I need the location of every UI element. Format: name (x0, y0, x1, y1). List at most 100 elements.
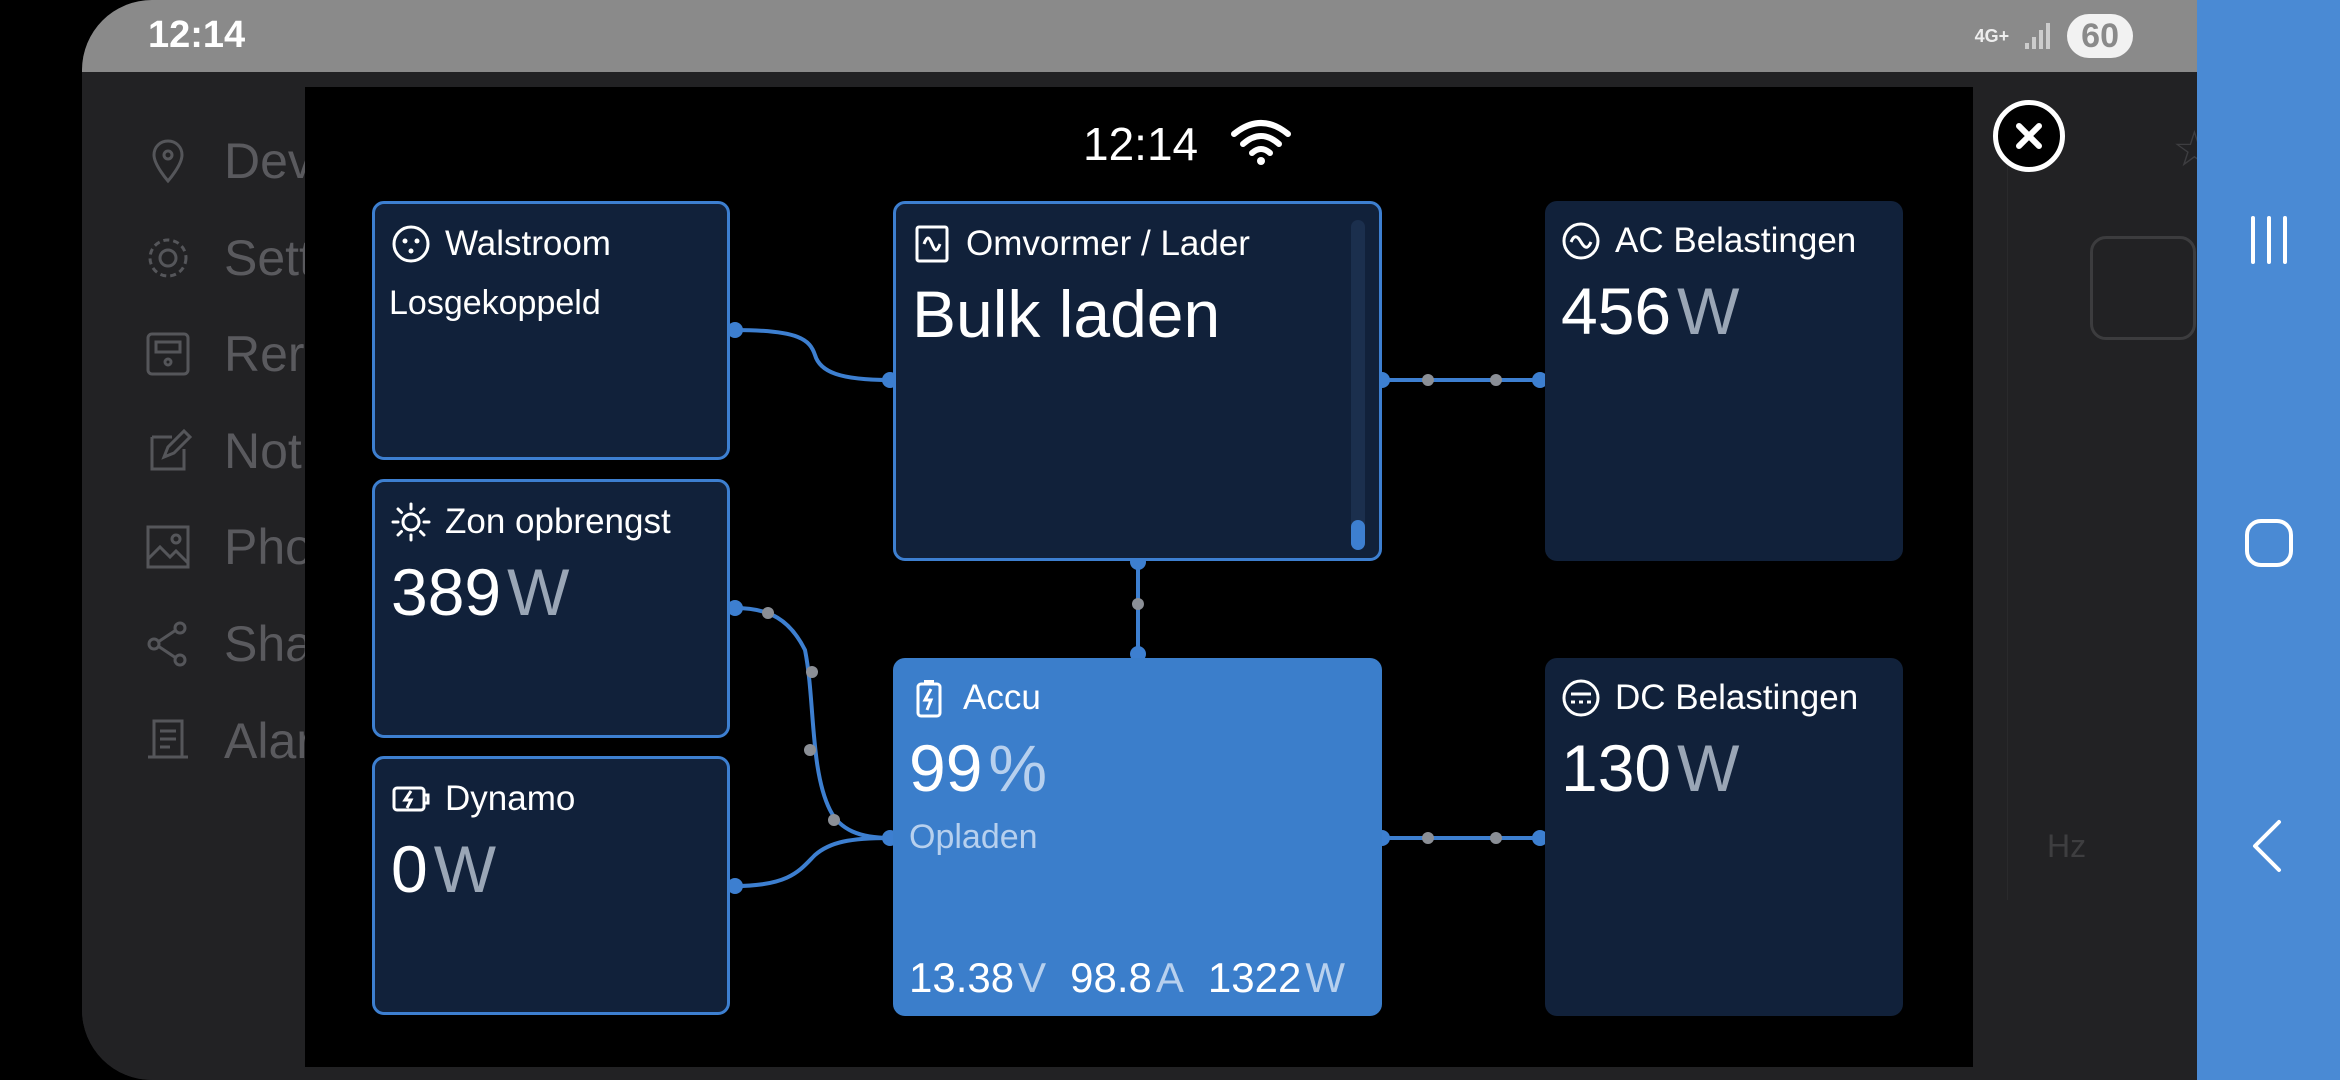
accu-state: Opladen (909, 818, 1038, 856)
dynamo-unit: W (433, 832, 497, 906)
sun-icon (391, 502, 431, 542)
bg-menu-label: Sett (224, 230, 313, 286)
battery-indicator: 60 (2067, 14, 2133, 58)
tile-accu[interactable]: Accu 99% Opladen 13.38V 98.8A 1322W (893, 658, 1382, 1016)
tile-dynamo[interactable]: Dynamo 0W (372, 756, 730, 1015)
accu-current: 98.8A (1070, 954, 1184, 1002)
dc-number: 130 (1561, 731, 1672, 805)
tile-title: AC Belastingen (1615, 221, 1857, 260)
background-hz-label: Hz (2047, 828, 2087, 864)
tile-zon-opbrengst[interactable]: Zon opbrengst 389W (372, 479, 730, 738)
walstroom-status: Losgekoppeld (389, 284, 601, 322)
favorite-star-icon[interactable]: ☆ (2172, 121, 2197, 177)
bg-menu-label: Dev (224, 133, 313, 189)
bg-menu-item-photos[interactable]: Pho (142, 518, 313, 576)
bg-menu-item-alarms[interactable]: Alar (142, 712, 313, 770)
status-bar: 12:14 4G+ 60 (82, 0, 2197, 72)
tile-header: AC Belastingen (1561, 221, 1856, 261)
popup-time: 12:14 (1083, 118, 1199, 170)
notes-icon (150, 428, 193, 471)
inverter-icon (915, 225, 949, 263)
tile-ac-belastingen[interactable]: AC Belastingen 456W (1545, 201, 1903, 561)
close-button[interactable] (1993, 100, 2065, 172)
ac-number: 456 (1561, 274, 1672, 348)
scroll-thumb[interactable] (1351, 520, 1365, 550)
battery-charging-icon (916, 680, 942, 718)
tile-title: Accu (963, 678, 1041, 717)
network-type-icon: 4G+ (1974, 26, 2010, 46)
ac-value: 456W (1561, 273, 1739, 349)
home-button[interactable] (2229, 503, 2309, 583)
bg-menu-label: Rer (224, 326, 305, 382)
share-icon (147, 621, 187, 667)
tile-dc-belastingen[interactable]: DC Belastingen 130W (1545, 658, 1903, 1016)
zon-value: 389W (391, 554, 569, 630)
tile-title: Dynamo (445, 779, 576, 818)
tile-header: Dynamo (391, 779, 575, 819)
recents-button[interactable] (2229, 200, 2309, 280)
zon-number: 389 (391, 555, 502, 629)
dynamo-number: 0 (391, 832, 428, 906)
accu-power: 1322W (1208, 954, 1345, 1002)
shore-power-icon (392, 225, 430, 263)
bg-menu-item-device[interactable]: Dev (142, 132, 313, 190)
bg-menu-item-share[interactable]: Sha (142, 615, 313, 673)
background-toggle-icon (2090, 236, 2196, 340)
recents-icon (2251, 216, 2287, 264)
tile-title: Omvormer / Lader (966, 224, 1250, 263)
accu-number: 99 (909, 731, 983, 805)
ac-unit: W (1677, 274, 1740, 348)
accu-power-value: 1322 (1207, 954, 1302, 1001)
tile-omvormer-lader[interactable]: Omvormer / Lader Bulk laden (893, 201, 1382, 561)
dc-lines-icon (1562, 679, 1600, 717)
gear-icon (148, 238, 188, 278)
accu-power-unit: W (1305, 954, 1345, 1001)
photo-icon (146, 525, 190, 569)
wifi-icon (1231, 120, 1291, 165)
accu-voltage-unit: V (1018, 954, 1047, 1001)
status-time: 12:14 (148, 14, 246, 56)
bg-menu-label: Not (224, 423, 302, 479)
dynamo-value: 0W (391, 831, 496, 907)
accu-voltage-value: 13.38 (909, 954, 1015, 1001)
tile-title: Walstroom (445, 224, 611, 263)
bg-menu-label: Alar (224, 713, 313, 769)
accu-unit: % (988, 731, 1048, 805)
alternator-icon (392, 786, 430, 812)
zon-unit: W (507, 555, 570, 629)
dc-unit: W (1677, 731, 1740, 805)
tile-header: Omvormer / Lader (912, 224, 1250, 264)
signal-strength-icon (2025, 23, 2051, 49)
scroll-track[interactable] (1351, 220, 1365, 550)
location-pin-icon (152, 139, 184, 184)
tile-title: Zon opbrengst (445, 502, 671, 541)
tile-header: DC Belastingen (1561, 678, 1858, 718)
accu-value: 99% (909, 730, 1047, 806)
bg-menu-label: Sha (224, 616, 313, 672)
tile-header: Accu (909, 678, 1041, 718)
accu-current-value: 98.8 (1070, 954, 1152, 1001)
accu-voltage: 13.38V (909, 954, 1046, 1002)
navigation-bar (2197, 0, 2340, 1080)
tile-header: Zon opbrengst (391, 502, 671, 542)
background-card (2007, 160, 2197, 900)
bg-menu-item-settings[interactable]: Sett (142, 229, 313, 287)
omvormer-state: Bulk laden (912, 277, 1221, 351)
bg-menu-label: Pho (224, 519, 313, 575)
back-icon (2253, 820, 2281, 872)
bg-menu-item-remote[interactable]: Rer (142, 325, 305, 383)
tile-title: DC Belastingen (1615, 678, 1859, 717)
ac-wave-icon (1562, 222, 1600, 260)
remote-console-icon (146, 332, 190, 376)
tile-walstroom[interactable]: Walstroom Losgekoppeld (372, 201, 730, 460)
tile-header: Walstroom (391, 224, 611, 264)
back-button[interactable] (2229, 806, 2309, 886)
accu-current-unit: A (1155, 954, 1184, 1001)
accu-stats: 13.38V 98.8A 1322W (909, 954, 1345, 1002)
alarm-list-icon (148, 719, 188, 759)
dc-value: 130W (1561, 730, 1739, 806)
close-icon (2016, 123, 2042, 149)
signal-group: 4G+ 60 (1975, 14, 2133, 58)
bg-menu-item-notes[interactable]: Not (142, 422, 302, 480)
